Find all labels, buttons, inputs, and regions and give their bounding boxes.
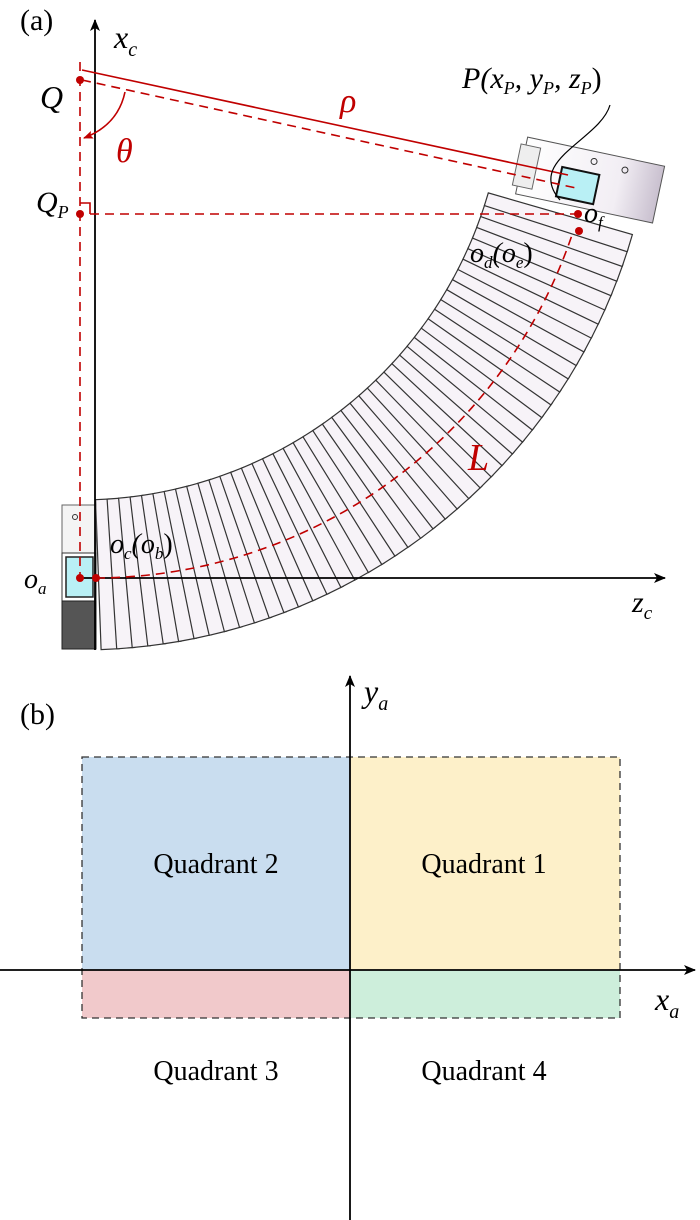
of-label: of bbox=[584, 198, 605, 232]
theta-label: θ bbox=[116, 133, 133, 170]
quadrant-1-label: Quadrant 1 bbox=[421, 849, 546, 880]
quadrant-4-label: Quadrant 4 bbox=[421, 1056, 546, 1087]
q-label: Q bbox=[40, 79, 63, 115]
robot-rib bbox=[483, 192, 634, 253]
end-module bbox=[511, 136, 666, 224]
point-od bbox=[575, 227, 583, 235]
point-oc bbox=[92, 574, 100, 582]
quadrant-2-label: Quadrant 2 bbox=[153, 849, 278, 880]
point-q bbox=[76, 76, 84, 84]
point-qp bbox=[76, 210, 84, 218]
oc-ob-label: oc(ob) bbox=[110, 529, 173, 563]
quadrant-chart bbox=[0, 675, 696, 1220]
point-oa bbox=[76, 574, 84, 582]
arc-length-label: L bbox=[467, 437, 489, 479]
quadrant-1-region bbox=[350, 757, 620, 970]
zc-label: zc bbox=[631, 586, 653, 624]
quadrant-3-label: Quadrant 3 bbox=[153, 1056, 278, 1087]
quadrant-3-region bbox=[82, 970, 350, 1018]
point-p-label: P(xP, yP, zP) bbox=[461, 62, 602, 98]
od-oe-label: od(oe) bbox=[470, 238, 533, 272]
quadrant-2-region bbox=[82, 757, 350, 970]
continuum-robot bbox=[94, 192, 634, 651]
leader-line bbox=[550, 104, 611, 201]
oa-label: oa bbox=[24, 564, 47, 598]
geometry-annotations bbox=[79, 62, 578, 579]
panel-a-label: (a) bbox=[20, 4, 53, 37]
panel-b-label: (b) bbox=[20, 698, 55, 731]
xa-label: xa bbox=[654, 981, 679, 1023]
ya-label: ya bbox=[361, 673, 388, 715]
theta-arc-arrow bbox=[83, 91, 126, 139]
workspace-boundary bbox=[81, 756, 621, 1019]
quadrant-4-region bbox=[350, 970, 620, 1018]
rho-label: ρ bbox=[339, 83, 356, 120]
xc-label: xc bbox=[113, 19, 137, 61]
points bbox=[76, 76, 583, 582]
qp-label: QP bbox=[36, 186, 69, 222]
point-of bbox=[574, 210, 582, 218]
